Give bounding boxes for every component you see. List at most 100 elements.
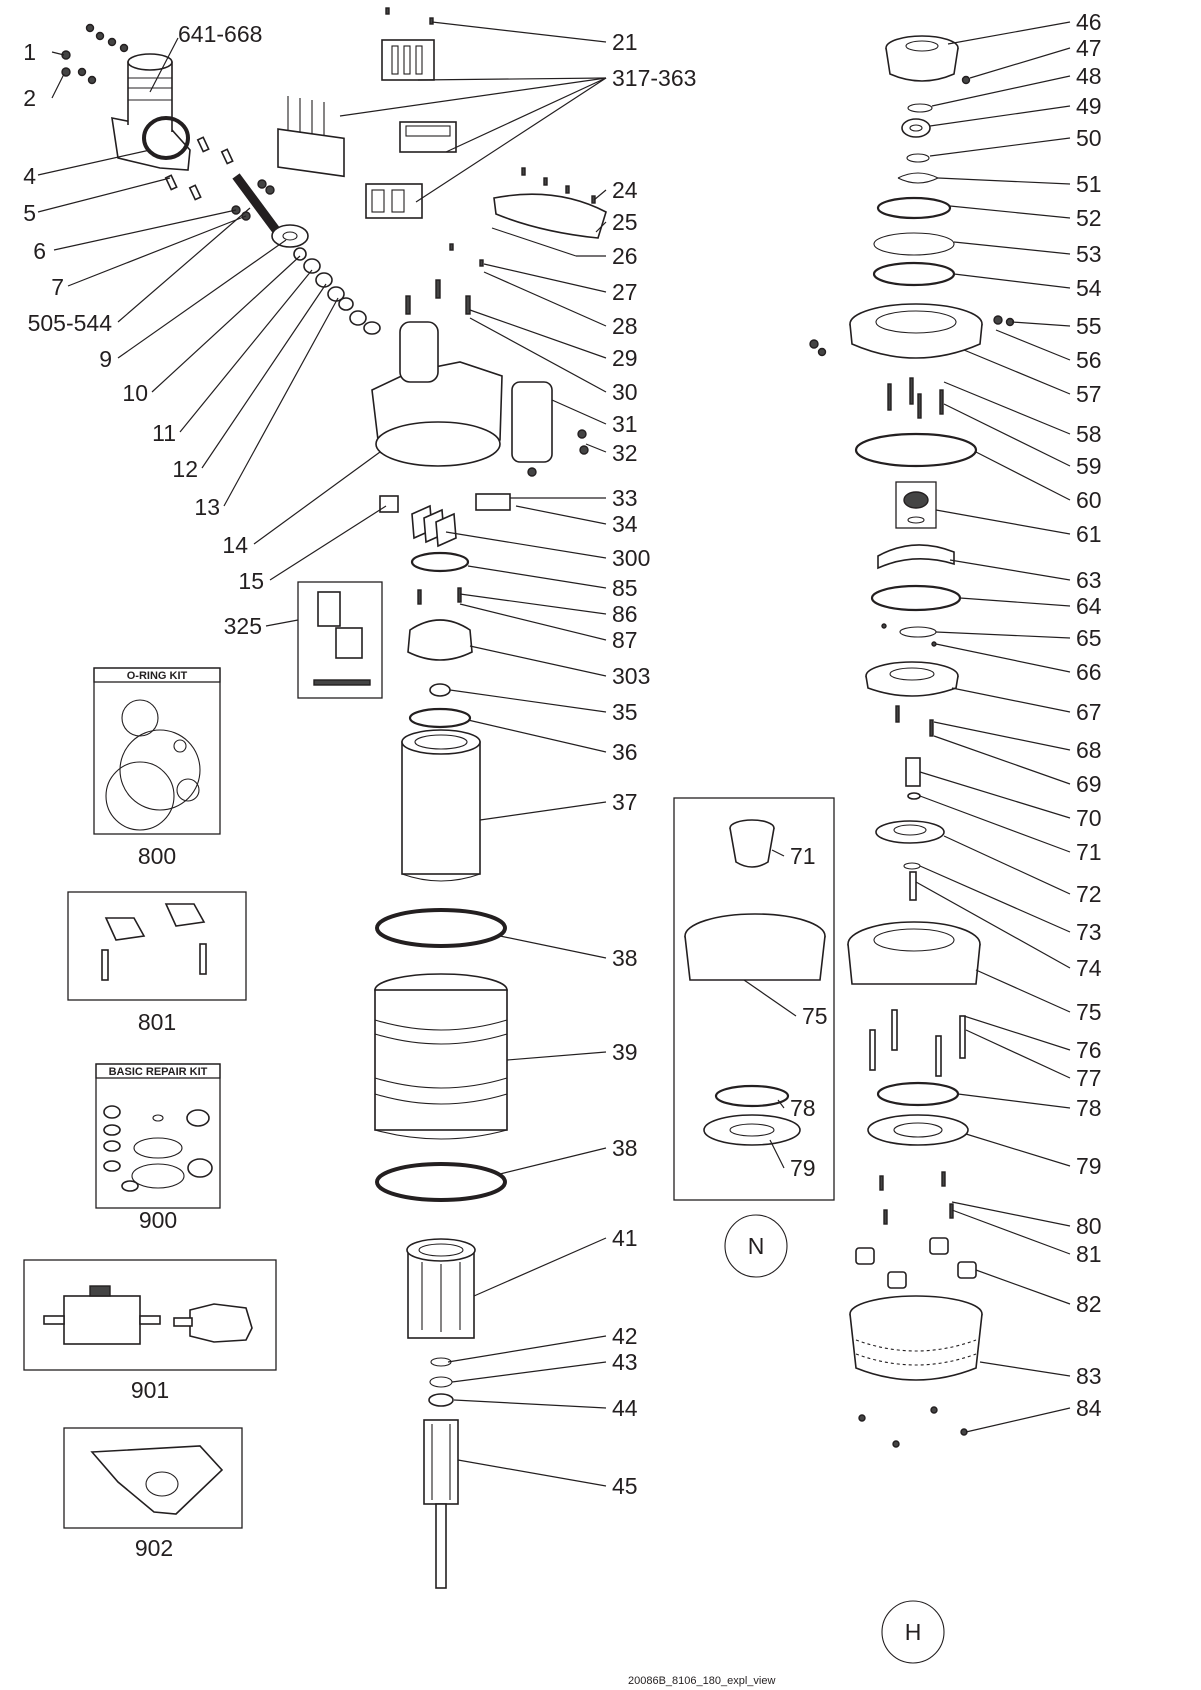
inspection-cover [491, 167, 607, 257]
leader-lines [37, 21, 1071, 1487]
flange-9 [271, 224, 309, 248]
kit-902-box [63, 1427, 243, 1529]
bearing-housing-57 [809, 303, 1015, 359]
callout: 79 [1076, 1153, 1102, 1179]
callout: 75 [1076, 999, 1102, 1025]
kit-900-box [95, 1063, 221, 1209]
motor-housing [371, 243, 589, 477]
oring-65 [899, 626, 937, 638]
callout: 45 [612, 1473, 638, 1499]
callout: 78 [790, 1095, 816, 1121]
callout: 300 [612, 545, 650, 571]
callout: 14 [222, 532, 248, 558]
callout: 71 [1076, 839, 1102, 865]
callout: 78 [1076, 1095, 1102, 1121]
callout: 58 [1076, 421, 1102, 447]
callout: 61 [1076, 521, 1102, 547]
callout: 37 [612, 789, 638, 815]
callout: 49 [1076, 93, 1102, 119]
callout: 69 [1076, 771, 1102, 797]
callout: 60 [1076, 487, 1102, 513]
hose-505-544 [232, 173, 280, 233]
callout: 10 [122, 380, 148, 406]
callout: 25 [612, 209, 638, 235]
callout: 83 [1076, 1363, 1102, 1389]
callout: 31 [612, 411, 638, 437]
kit-902-number: 902 [135, 1535, 173, 1561]
seal-stack [293, 247, 381, 335]
feet-82 [855, 1237, 977, 1289]
callout: 63 [1076, 567, 1102, 593]
impeller-72 [875, 820, 945, 844]
callout: 24 [612, 177, 638, 203]
ring-38-bottom [375, 1162, 507, 1202]
right-column-top [872, 35, 971, 287]
callout: 81 [1076, 1241, 1102, 1267]
kit-labels: O-RING KIT 800 801 BASIC REPAIR KIT 900 … [109, 613, 922, 1687]
stator-41 [406, 1238, 476, 1339]
mech-seal-61-box [895, 481, 937, 529]
callout: 4 [23, 163, 36, 189]
callout: 54 [1076, 275, 1102, 301]
callout: 303 [612, 663, 650, 689]
long-bolts-76-77 [869, 1009, 966, 1077]
cable-entry-15 [379, 495, 399, 513]
kit-900-title: BASIC REPAIR KIT [109, 1066, 208, 1078]
callout: 43 [612, 1349, 638, 1375]
parts-drawing [23, 7, 1015, 1664]
callout: 32 [612, 440, 638, 466]
callout-labels: 1 2 641-668 4 5 6 7 505-544 9 10 11 12 1… [23, 9, 1102, 1499]
callout: 38 [612, 1135, 638, 1161]
split-ring-63 [877, 544, 955, 570]
wear-plate-79 [867, 1114, 969, 1146]
plug-35 [429, 683, 451, 697]
bearing-44 [428, 1393, 454, 1407]
callout: 46 [1076, 9, 1102, 35]
variant-h-marker [881, 1600, 945, 1664]
pump-housing-67 [865, 661, 959, 697]
callout: 42 [612, 1323, 638, 1349]
callout: 29 [612, 345, 638, 371]
ring-38-top [375, 908, 507, 948]
discharge-connection [61, 23, 191, 171]
callout: 53 [1076, 241, 1102, 267]
callout: 51 [1076, 171, 1102, 197]
tag-33 [475, 493, 511, 511]
callout: 74 [1076, 955, 1102, 981]
kit-901-number: 901 [131, 1377, 169, 1403]
oring-4 [142, 116, 190, 160]
callout: 641-668 [178, 21, 262, 47]
callout: 50 [1076, 125, 1102, 151]
rotor-45 [423, 1419, 459, 1589]
screws-58-59 [887, 377, 944, 419]
variant-n-label: N [748, 1233, 765, 1259]
callout: 70 [1076, 805, 1102, 831]
callout: 68 [1076, 737, 1102, 763]
suction-cover-75 [847, 921, 981, 985]
callout: 79 [790, 1155, 816, 1181]
callout: 84 [1076, 1395, 1102, 1421]
callout: 44 [612, 1395, 638, 1421]
oring-60 [854, 432, 978, 468]
callout: 55 [1076, 313, 1102, 339]
electrical-components [277, 7, 457, 219]
oring-64 [870, 584, 962, 612]
callout: 38 [612, 945, 638, 971]
callout: 52 [1076, 205, 1102, 231]
electrical-kit-box [297, 581, 383, 699]
variant-n-marker [724, 1214, 788, 1278]
electrical-kit-relay [335, 627, 363, 659]
callout: 87 [612, 627, 638, 653]
kit-325-number: 325 [224, 613, 262, 639]
oring-85 [410, 551, 470, 573]
callout: 48 [1076, 63, 1102, 89]
kit-801-box [67, 891, 247, 1001]
callout: 5 [23, 200, 36, 226]
sleeve-39 [374, 973, 508, 1140]
callout: 66 [1076, 659, 1102, 685]
callout: 11 [152, 420, 176, 446]
callout: 7 [51, 274, 64, 300]
kit-800-number: 800 [138, 843, 176, 869]
variant-n-parts [684, 819, 826, 1146]
